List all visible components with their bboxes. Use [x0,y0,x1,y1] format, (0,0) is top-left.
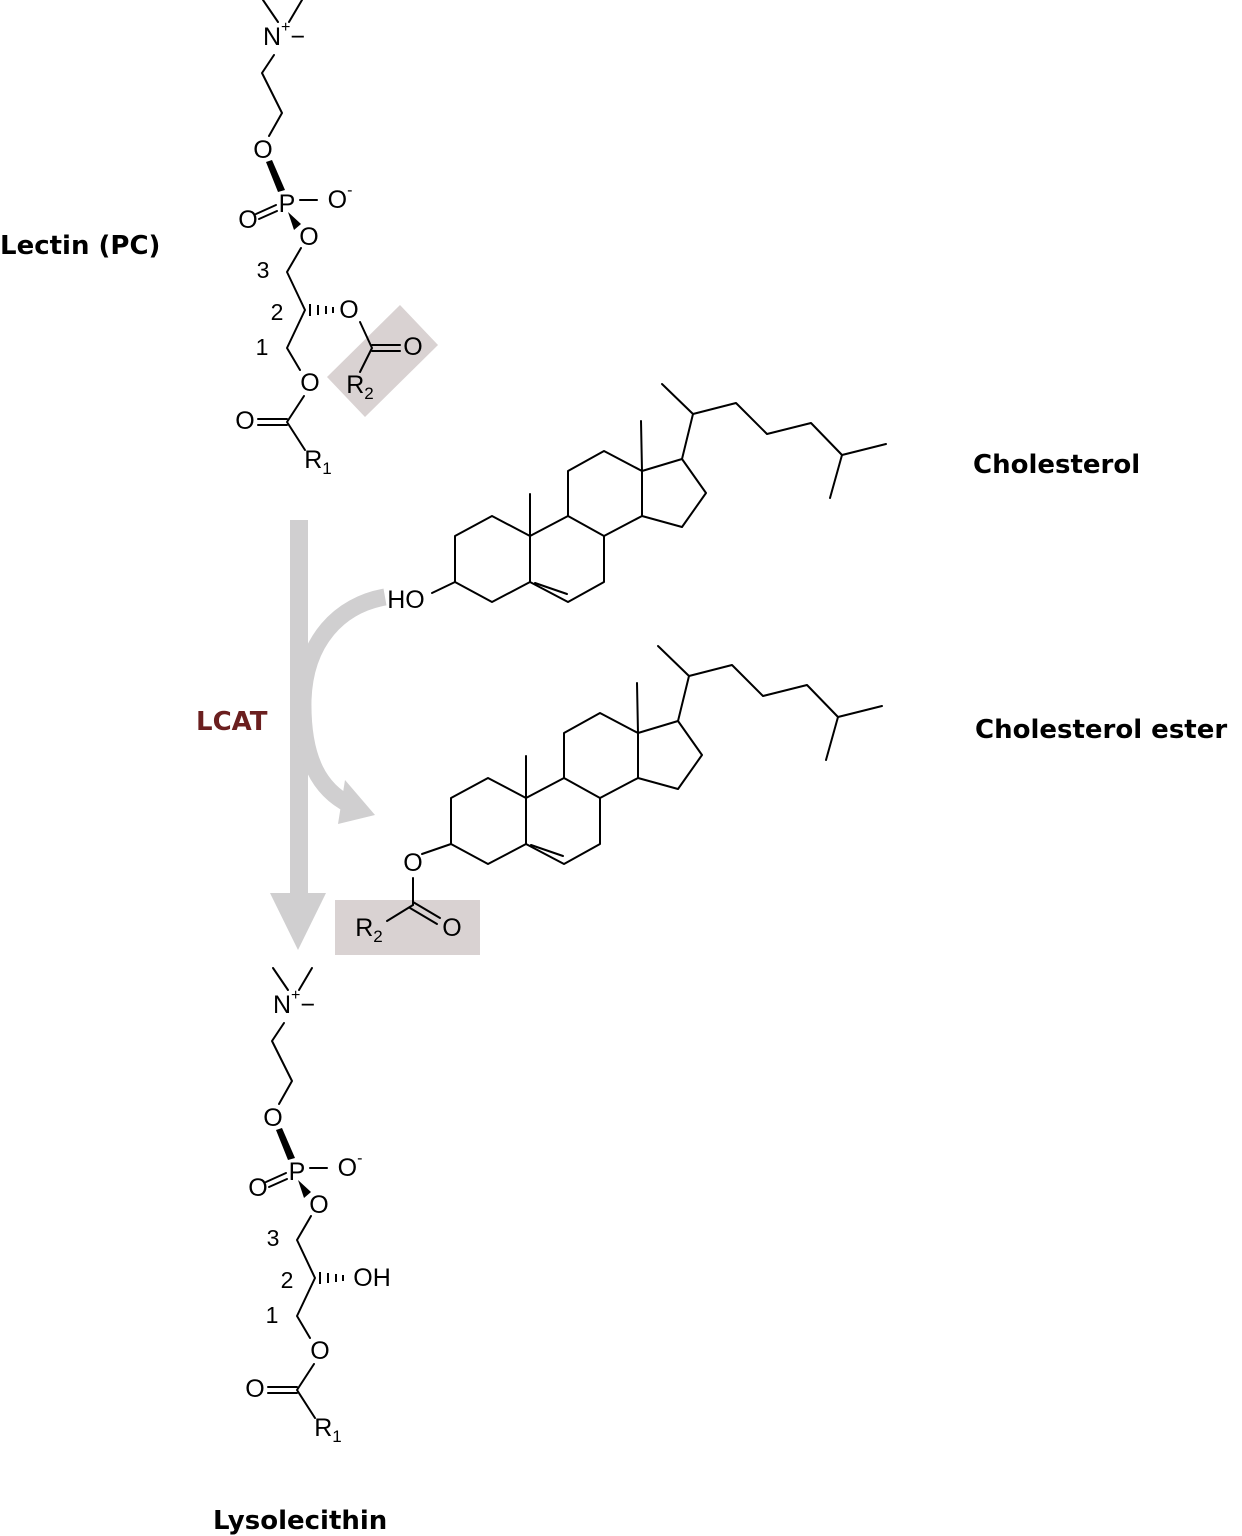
lysolecithin-structure: N+− O P O- O O 3 2 1 OH O O R1 [245,967,391,1446]
svg-text:O: O [310,1337,329,1365]
svg-text:O: O [300,369,319,397]
svg-text:O: O [253,136,272,164]
svg-text:N+−: N+− [263,19,305,52]
svg-text:1: 1 [266,1302,279,1328]
svg-text:OH: OH [353,1264,391,1292]
phosphatidylcholine-structure: N+− O P O- O O 3 2 1 O O O O R2 R1 [235,0,423,478]
svg-text:O-: O- [338,1150,363,1183]
lysolecithin-label: Lysolecithin [213,1506,387,1536]
svg-text:2: 2 [271,299,284,325]
svg-text:2: 2 [281,1267,294,1293]
svg-text:1: 1 [256,334,269,360]
svg-text:O: O [299,223,318,251]
svg-text:R2: R2 [355,914,383,946]
svg-text:O: O [442,914,461,942]
svg-text:O: O [403,333,422,361]
acyl-transfer-curved-arrow [294,588,387,824]
svg-text:HO: HO [387,586,425,614]
cholesterol-label: Cholesterol [973,450,1140,480]
svg-text:O: O [339,296,358,324]
svg-text:O: O [235,407,254,435]
svg-text:O: O [238,206,257,234]
lcat-enzyme-label: LCAT [196,707,268,737]
svg-text:O: O [248,1174,267,1202]
cholesterol-ester-structure: O O R2 [355,645,883,946]
lecithin-label: Lectin (PC) [0,231,160,261]
svg-text:R1: R1 [304,446,332,478]
svg-text:O: O [263,1104,282,1132]
svg-text:3: 3 [267,1225,280,1251]
svg-text:3: 3 [257,257,270,283]
cholesterol-ester-label: Cholesterol ester [975,715,1227,745]
cholesterol-structure: HO [387,383,887,614]
svg-text:O: O [245,1375,264,1403]
svg-text:N+−: N+− [273,987,315,1020]
svg-text:O: O [309,1191,328,1219]
svg-text:P: P [289,1158,306,1186]
r2-highlight-box-top [327,305,438,417]
svg-text:R2: R2 [346,371,374,403]
svg-text:R1: R1 [314,1414,342,1446]
svg-text:O: O [403,849,422,877]
svg-text:O-: O- [328,182,353,215]
svg-text:P: P [279,190,296,218]
